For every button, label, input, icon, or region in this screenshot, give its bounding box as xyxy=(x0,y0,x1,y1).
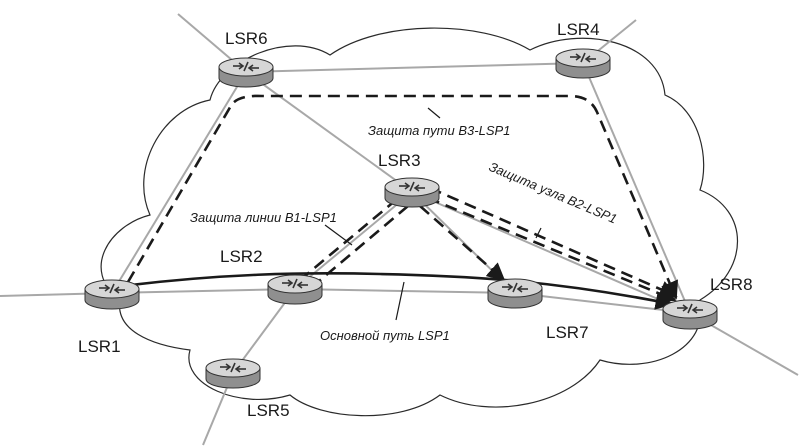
link-lsr6-lsr3 xyxy=(245,71,413,193)
node-protection-b2-upper xyxy=(429,186,678,298)
annotation-leaders xyxy=(324,107,542,321)
network-cloud xyxy=(100,27,739,417)
link-lsr4-lsr8 xyxy=(582,62,691,314)
annotation-path-protection: Защита пути B3-LSP1 xyxy=(368,123,510,138)
link-lsr6-lsr4 xyxy=(245,62,584,73)
link-lsr1-lsr2 xyxy=(111,288,296,294)
link-protection-b1 xyxy=(299,199,397,281)
router-icon xyxy=(267,274,323,305)
link-lsr3-lsr8 xyxy=(411,191,691,314)
primary-path-lsp1 xyxy=(121,272,674,310)
path-protection-b3 xyxy=(126,94,678,300)
label-lsr5: LSR5 xyxy=(247,401,290,420)
physical-links xyxy=(0,13,799,446)
router-icon xyxy=(205,358,261,389)
router-lsr4[interactable] xyxy=(555,48,611,79)
label-lsr4: LSR4 xyxy=(557,20,600,39)
router-lsr3[interactable] xyxy=(384,177,440,208)
path-lsr3-lsr7 xyxy=(419,205,506,282)
label-lsr2: LSR2 xyxy=(220,247,263,266)
label-lsr3: LSR3 xyxy=(378,151,421,170)
router-lsr8[interactable] xyxy=(662,299,718,330)
router-icon xyxy=(662,299,718,330)
router-icon xyxy=(555,48,611,79)
router-icon xyxy=(218,57,274,88)
label-lsr6: LSR6 xyxy=(225,29,268,48)
router-icon xyxy=(487,278,543,309)
link-protection-b1-return xyxy=(317,205,409,283)
label-lsr8: LSR8 xyxy=(710,275,753,294)
router-icon xyxy=(84,279,140,310)
router-lsr6[interactable] xyxy=(218,57,274,88)
annotation-link-protection: Защита линии B1-LSP1 xyxy=(190,210,337,225)
router-lsr1[interactable] xyxy=(84,279,140,310)
label-lsr1: LSR1 xyxy=(78,337,121,356)
link-lsr2-lsr7 xyxy=(294,288,516,294)
link-lsr1-lsr6 xyxy=(111,71,247,294)
router-lsr5[interactable] xyxy=(205,358,261,389)
router-lsr7[interactable] xyxy=(487,278,543,309)
annotation-primary-path: Основной путь LSP1 xyxy=(320,328,450,343)
node-protection-b2 xyxy=(427,196,677,303)
router-icon xyxy=(384,177,440,208)
router-lsr2[interactable] xyxy=(267,274,323,305)
annotation-node-protection: Защита узла B2-LSP1 xyxy=(487,159,619,227)
label-lsr7: LSR7 xyxy=(546,323,589,342)
